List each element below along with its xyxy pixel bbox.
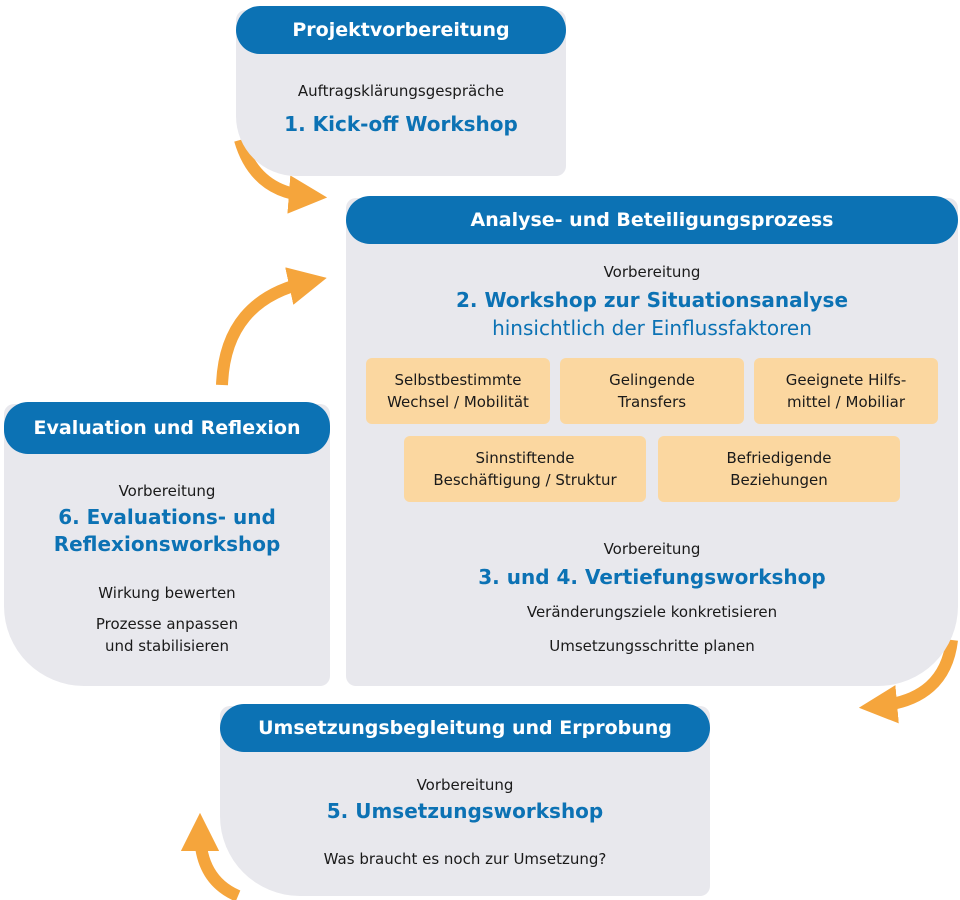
factor-tile-beschaeftigung: Sinnstiftende Beschäftigung / Struktur xyxy=(404,436,646,502)
header-analyse: Analyse- und Beteiligungsprozess xyxy=(346,196,958,244)
arrow-evaluation-to-analyse xyxy=(216,267,327,386)
step-kickoff: 1. Kick-off Workshop xyxy=(284,112,518,136)
text-vorbereitung-6: Vorbereitung xyxy=(118,482,216,500)
text-umsetzungsschritte: Umsetzungsschritte planen xyxy=(549,637,755,655)
step-umsetzungsworkshop: 5. Umsetzungsworkshop xyxy=(326,799,604,823)
text-auftragsklaerung: Auftragsklärungsgespräche xyxy=(297,82,505,100)
step-situationsanalyse-sub: hinsichtlich der Einflussfaktoren xyxy=(492,316,812,340)
text-wirkung: Wirkung bewerten xyxy=(98,584,236,602)
step-situationsanalyse: 2. Workshop zur Situationsanalyse xyxy=(455,288,849,312)
text-veraenderungsziele: Veränderungsziele konkretisieren xyxy=(526,603,778,621)
header-evaluation: Evaluation und Reflexion xyxy=(4,402,330,454)
arrow-analyse-to-umsetzung xyxy=(858,639,958,724)
header-umsetzung: Umsetzungsbegleitung und Erprobung xyxy=(220,704,710,752)
text-was-braucht: Was braucht es noch zur Umsetzung? xyxy=(323,850,607,868)
step-evaluation-sub: Reflexionsworkshop xyxy=(53,532,281,556)
arrow-umsetzung-to-evaluation xyxy=(180,812,241,900)
factor-tile-transfers: Gelingende Transfers xyxy=(560,358,744,424)
text-prozesse: Prozesse anpassen xyxy=(95,615,239,633)
factor-tile-beziehungen: Befriedigende Beziehungen xyxy=(658,436,900,502)
step-vertiefung: 3. und 4. Vertiefungsworkshop xyxy=(478,565,826,589)
step-evaluation: 6. Evaluations- und xyxy=(58,505,276,529)
arrow-projekt-to-analyse xyxy=(234,138,328,214)
text-vorbereitung-2: Vorbereitung xyxy=(603,263,701,281)
header-projektvorbereitung: Projektvorbereitung xyxy=(236,6,566,54)
factor-tile-hilfsmittel: Geeignete Hilfs- mittel / Mobiliar xyxy=(754,358,938,424)
text-stabilisieren: und stabilisieren xyxy=(105,637,229,655)
factor-tile-mobilitaet: Selbstbestimmte Wechsel / Mobilität xyxy=(366,358,550,424)
text-vorbereitung-3: Vorbereitung xyxy=(603,540,701,558)
text-vorbereitung-5: Vorbereitung xyxy=(416,776,514,794)
